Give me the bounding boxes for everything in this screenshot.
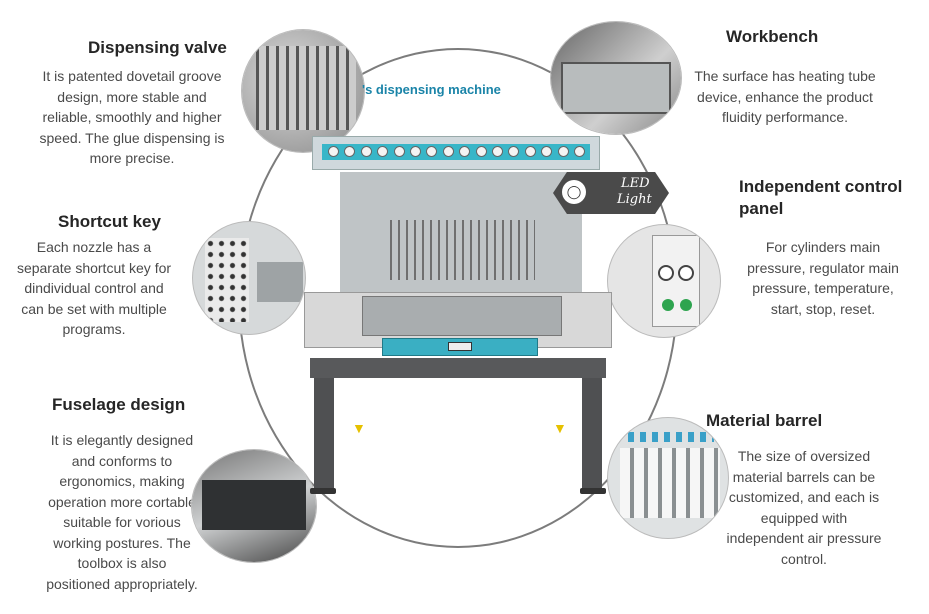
dispensing-valve-title: Dispensing valve: [88, 38, 227, 57]
pressure-gauge: [410, 146, 421, 157]
pressure-gauge: [557, 146, 569, 157]
workbench-description: The surface has heating tube device, enh…: [694, 68, 876, 125]
shortcut-key-title: Shortcut key: [58, 212, 161, 231]
pressure-gauge: [426, 146, 438, 157]
pressure-gauge: [475, 146, 487, 157]
nozzle-array: [390, 220, 535, 280]
pressure-gauge: [344, 146, 356, 157]
control-panel-photo: [608, 225, 720, 337]
pressure-gauge: [508, 146, 520, 157]
pressure-gauge: [574, 146, 585, 157]
pressure-gauge: [492, 146, 503, 157]
machine-foot-right: [580, 488, 606, 494]
material-barrel-title: Material barrel: [706, 411, 823, 430]
pressure-gauge: [360, 146, 372, 157]
shortcut-key-description: Each nozzle has a separate shortcut key …: [16, 239, 172, 337]
machine-leg-left: [314, 378, 334, 490]
gauge-strip: [322, 144, 590, 160]
drawer-handle: [448, 342, 472, 351]
down-arrow-icon: ▼: [352, 420, 366, 436]
pressure-gauge: [393, 146, 405, 157]
lightbulb-icon: ◯: [562, 180, 586, 204]
led-light-label: LED Light: [617, 176, 652, 207]
shortcut-key-photo: [193, 222, 305, 334]
machine-banner: 's dispensing machine: [362, 82, 501, 97]
fuselage-design-title: Fuselage design: [52, 395, 186, 414]
workbench-photo: [551, 22, 681, 134]
dispensing-valve-photo: [242, 30, 364, 152]
pressure-gauge: [442, 146, 454, 157]
control-panel-title: Independent control panel: [739, 177, 903, 218]
material-barrel-photo: [608, 418, 728, 538]
dispensing-machine: 's dispensing machine ▼ ▼: [300, 70, 620, 510]
machine-cabinet: [310, 358, 606, 378]
material-barrel-description: The size of oversized material barrels c…: [726, 448, 882, 567]
machine-leg-right: [582, 378, 602, 490]
workbench-title: Workbench: [726, 27, 819, 46]
control-panel-description: For cylinders main pressure, regulator m…: [747, 239, 899, 317]
pressure-gauge: [541, 146, 553, 157]
pressure-gauge: [459, 146, 471, 157]
fuselage-design-description: It is elegantly designed and conforms to…: [46, 432, 198, 592]
pressure-gauge: [524, 146, 536, 157]
pressure-gauge: [377, 146, 389, 157]
work-plate: [362, 296, 562, 336]
pressure-gauge: [328, 146, 339, 157]
machine-foot-left: [310, 488, 336, 494]
dispensing-valve-description: It is patented dovetail groove design, m…: [39, 68, 225, 166]
down-arrow-icon: ▼: [553, 420, 567, 436]
fuselage-design-photo: [192, 450, 316, 562]
